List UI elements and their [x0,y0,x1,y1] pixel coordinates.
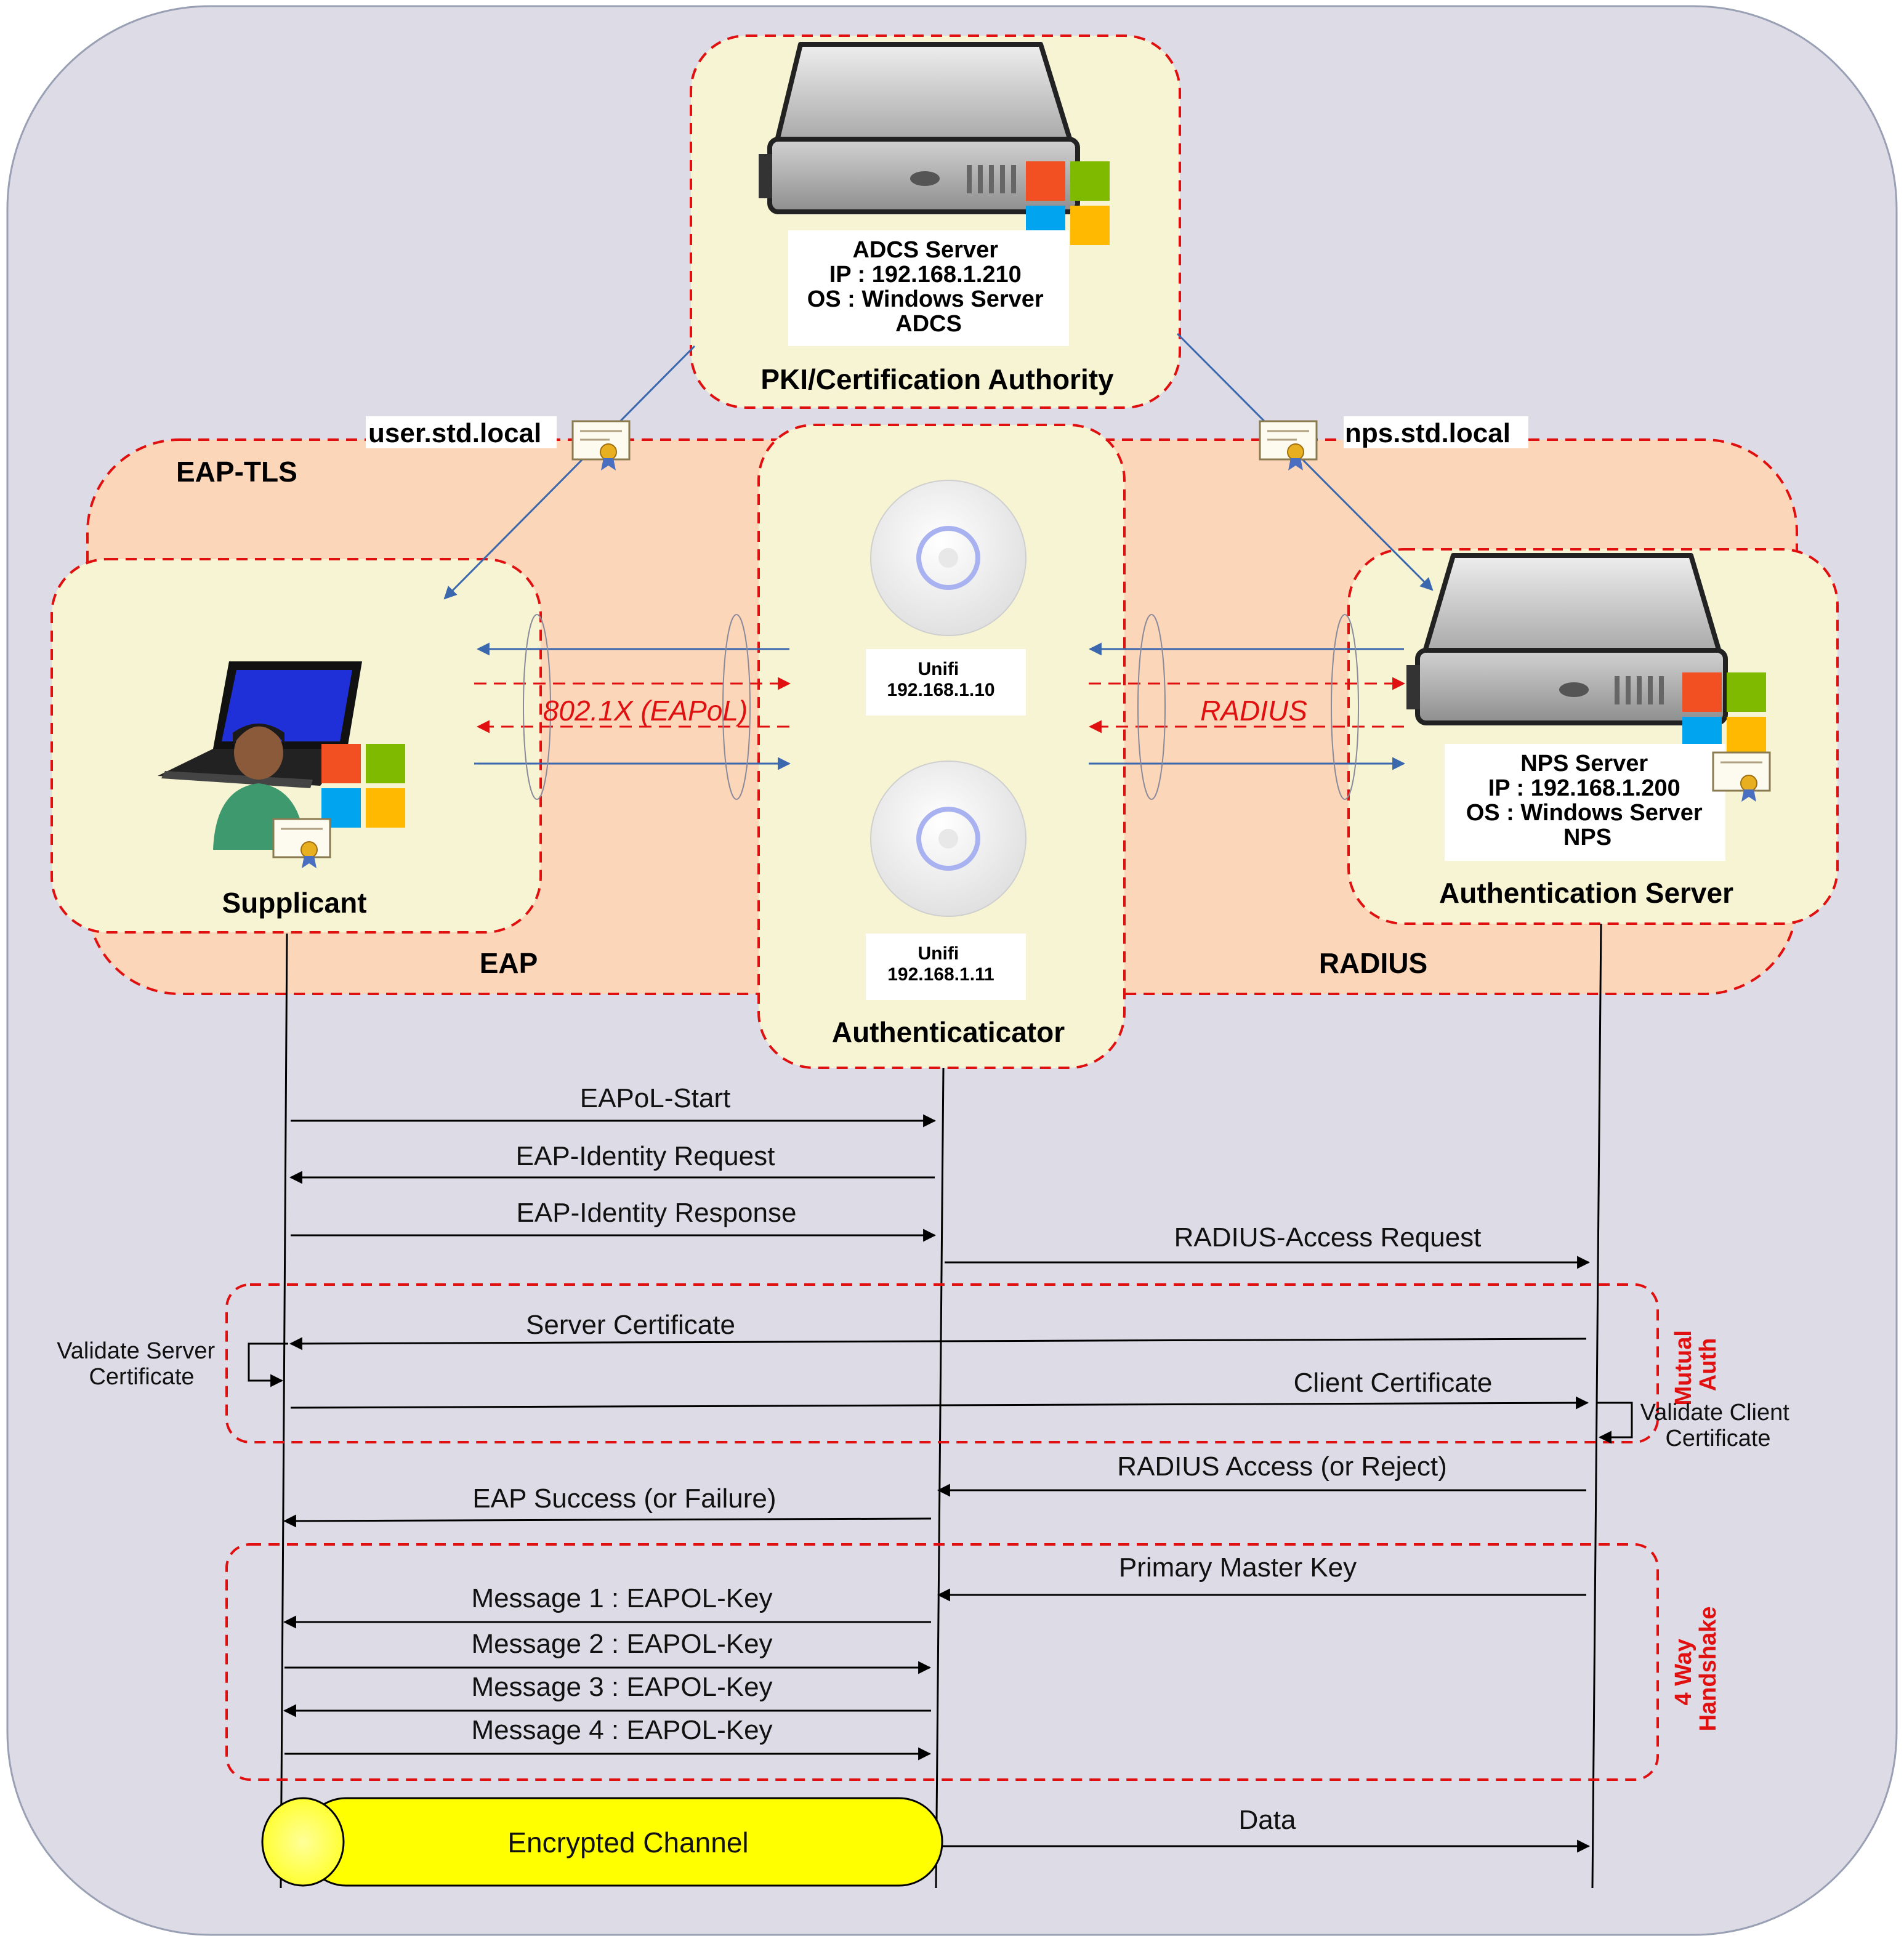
svg-text:Message 2 : EAPOL-Key: Message 2 : EAPOL-Key [471,1629,772,1659]
arrow-client-certificate [290,1396,1589,1410]
access-point-icon [870,761,1027,917]
four-way-handshake-box [225,1543,1659,1781]
pki-to-nps-line [1176,333,1434,591]
validate-server-label-2: Certificate [89,1364,194,1390]
radius-link-label: RADIUS [1200,695,1307,727]
certificate-icon [1259,420,1318,470]
supplicant-lifeline [280,933,288,1889]
laptop-user-icon [158,661,362,850]
svg-text:EAP Success (or Failure): EAP Success (or Failure) [472,1483,776,1514]
msg-message-2: Message 2 : EAPOL-Key [471,1629,772,1659]
adcs-server-icon [759,42,1080,214]
msg-eap-identity-response: EAP-Identity Response [517,1198,797,1228]
svg-text:RADIUS Access (or Reject): RADIUS Access (or Reject) [1117,1451,1446,1482]
certificate-icon [571,420,631,470]
ap1-ip: 192.168.1.10 [887,680,994,700]
nps-server-role: NPS [1563,825,1612,850]
validate-server-label: Validate Server [57,1338,215,1364]
authenticator-lifeline [935,1067,945,1889]
encrypted-channel [261,1797,943,1887]
msg-eap-identity-request: EAP-Identity Request [516,1141,775,1171]
svg-text:Client Certificate: Client Certificate [1294,1368,1493,1398]
svg-text:Message 3 : EAPOL-Key: Message 3 : EAPOL-Key [471,1672,772,1702]
svg-text:Data: Data [1239,1805,1296,1835]
ap2-name: Unifi [918,943,959,964]
nps-server-name: NPS Server [1520,751,1648,777]
ap1-name: Unifi [918,659,959,679]
four-way-label-2: Handshake [1695,1607,1721,1732]
msg-eap-success: EAP Success (or Failure) [472,1483,776,1514]
nps-cert-label: nps.std.local [1345,418,1511,448]
pki-title: PKI/Certification Authority [760,363,1114,395]
svg-text:Server Certificate: Server Certificate [526,1310,735,1340]
svg-text:Message 1 : EAPOL-Key: Message 1 : EAPOL-Key [471,1583,772,1613]
svg-text:Unifi 192.168.1.11: Unifi 192.168.1.11 [887,943,994,985]
msg-radius-access-request: RADIUS-Access Request [1174,1222,1482,1253]
validate-client-loop [1596,1402,1633,1444]
mutual-auth-label: Mutual [1671,1330,1696,1405]
msg-radius-access-reject: RADIUS Access (or Reject) [1117,1451,1446,1482]
adcs-server-name: ADCS Server [852,237,998,263]
svg-text:Unifi 192.168.1.10: Unifi 192.168.1.10 [887,659,994,700]
adcs-server-os: OS : Windows Server [807,286,1044,312]
msg-server-certificate: Server Certificate [526,1310,735,1340]
eapol-link [474,614,791,800]
authenticator-title: Authenticaticator [832,1016,1065,1048]
msg-client-certificate: Client Certificate [1294,1368,1493,1398]
svg-text:ADCS Server IP : 192.168.1: ADCS Server IP : 192.168.1.210 OS : Wind… [807,237,1051,337]
svg-text:Primary Master Key: Primary Master Key [1119,1552,1357,1583]
nps-server-icon [1406,553,1728,725]
svg-text:EAP-Identity Response: EAP-Identity Response [517,1198,797,1228]
certificate-icon [272,818,331,868]
msg-message-1: Message 1 : EAPOL-Key [471,1583,772,1613]
encrypted-channel-label: Encrypted Channel [507,1826,748,1858]
ap2-ip: 192.168.1.11 [887,964,994,985]
nps-server-ip: IP : 192.168.1.200 [1488,775,1680,801]
arrow-eap-success [283,1514,932,1528]
adcs-server-ip: IP : 192.168.1.210 [829,262,1022,288]
eap-tls-label: EAP-TLS [176,456,297,488]
windows-logo-icon [1026,161,1110,245]
certificate-icon [1712,751,1771,802]
svg-text:4 Way Handshake: 4 Way Handshake [1671,1607,1721,1732]
arrow-server-certificate [289,1337,1587,1350]
nps-server-os: OS : Windows Server [1466,800,1703,826]
user-cert-label: user.std.local [368,418,541,448]
message-arrows [283,1114,1591,1853]
svg-text:EAPoL-Start: EAPoL-Start [580,1083,731,1113]
four-way-label: 4 Way [1671,1639,1696,1705]
adcs-server-role: ADCS [895,311,962,337]
auth-server-title: Authentication Server [1439,877,1733,909]
eap-region-label: EAP [480,947,538,979]
nps-label-box [1445,744,1725,861]
eapol-link-label: 802.1X (EAPoL) [543,695,748,727]
svg-text:RADIUS-Access Request: RADIUS-Access Request [1174,1222,1482,1253]
validate-client-label-2: Certificate [1665,1426,1770,1451]
validate-client-label: Validate Client [1640,1400,1790,1426]
msg-primary-master-key: Primary Master Key [1119,1552,1357,1583]
authenticator-box [757,424,1126,1069]
mutual-auth-box [225,1283,1659,1443]
msg-message-4: Message 4 : EAPOL-Key [471,1715,772,1745]
validate-server-loop [248,1342,288,1387]
windows-logo-icon [321,744,405,828]
svg-text:EAP-Identity Request: EAP-Identity Request [516,1141,775,1171]
auth-server-lifeline [1591,923,1602,1889]
msg-eapol-start: EAPoL-Start [580,1083,731,1113]
svg-text:Mutual Auth: Mutual Auth [1671,1324,1721,1406]
svg-text:Validate Server Certificat: Validate Server Certificate [57,1338,222,1390]
radius-link [1088,614,1406,800]
supplicant-title: Supplicant [222,887,366,919]
radius-region-label: RADIUS [1319,947,1427,979]
msg-message-3: Message 3 : EAPOL-Key [471,1672,772,1702]
svg-text:Validate Client Certificat: Validate Client Certificate [1640,1400,1796,1451]
pki-to-supplicant-line [443,345,696,600]
msg-data: Data [1239,1805,1296,1835]
adcs-label-box [788,230,1069,346]
mutual-auth-label-2: Auth [1695,1338,1721,1392]
access-point-icon [870,480,1027,636]
svg-text:NPS Server IP : 192.168.1.: NPS Server IP : 192.168.1.200 OS : Windo… [1466,751,1709,850]
svg-text:Message 4 : EAPOL-Key: Message 4 : EAPOL-Key [471,1715,772,1745]
